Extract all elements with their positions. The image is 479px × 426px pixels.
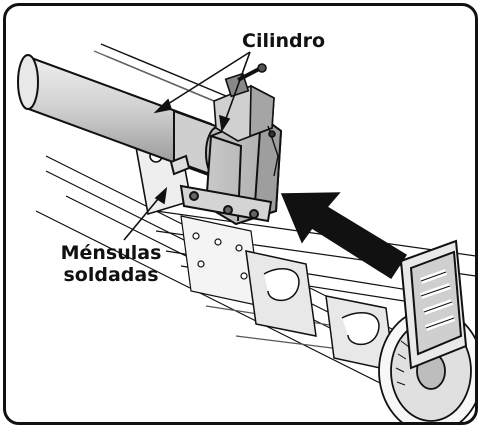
beam-plate xyxy=(180,215,262,307)
control-valve xyxy=(213,63,279,177)
welded-brackets-label-line1: Ménsulas xyxy=(60,242,162,264)
welded-brackets-label: Ménsulas soldadas xyxy=(46,242,176,286)
beam-hooks xyxy=(245,250,395,372)
upper-rails xyxy=(93,43,232,109)
welded-brackets-label-line2: soldadas xyxy=(63,264,159,286)
log-splitter-illustration xyxy=(17,43,475,422)
push-direction-arrow xyxy=(280,192,408,280)
end-plate xyxy=(399,239,468,370)
leader-lines xyxy=(123,51,251,241)
diagram-frame: Cilindro Ménsulas soldadas xyxy=(3,3,478,425)
valve-housing xyxy=(179,114,283,226)
hydraulic-cylinder xyxy=(17,54,231,180)
cylinder-label: Cilindro xyxy=(242,30,326,52)
